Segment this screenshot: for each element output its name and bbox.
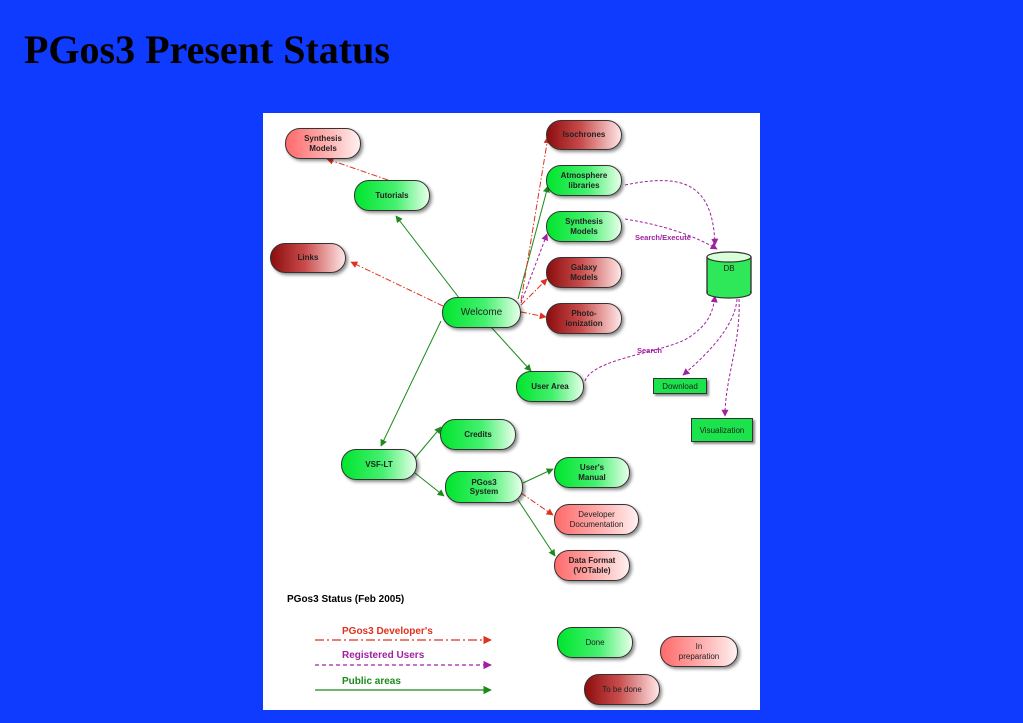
slide-title: PGos3 Present Status	[24, 27, 390, 72]
developer-edges	[326, 136, 554, 516]
edge-label-search-execute: Search/Execute	[635, 233, 691, 242]
status-diagram: Synthesis Models Isochrones Atmosphere l…	[263, 113, 760, 710]
node-synthesis-models-top: Synthesis Models	[285, 128, 361, 159]
node-vsf-lt: VSF-LT	[341, 449, 417, 480]
edge-welcome-vsflt	[380, 320, 442, 447]
node-db: DB	[723, 264, 735, 273]
node-credits: Credits	[440, 419, 516, 450]
node-data-format: Data Format (VOTable)	[554, 550, 630, 581]
node-synthesis-models: Synthesis Models	[546, 211, 622, 242]
legend-done: Done	[557, 627, 633, 658]
node-download: Download	[653, 378, 707, 394]
node-pgos3-system: PGos3 System	[445, 471, 523, 503]
legend-in-preparation: In preparation	[660, 636, 738, 667]
edge-vsflt-credits	[414, 426, 442, 459]
edge-pgos3-dataformat	[517, 499, 556, 557]
edge-atmosphere-db	[624, 180, 719, 246]
edge-welcome-photo	[520, 311, 547, 320]
edge-welcome-synthesis	[520, 233, 549, 304]
edge-tutorials-synthesis	[326, 157, 389, 181]
legend-public: Public areas	[342, 676, 401, 687]
node-links: Links	[270, 243, 346, 273]
edge-label-search: Search	[637, 346, 663, 355]
edge-synthesis-db	[624, 218, 718, 250]
db-cylinder	[706, 251, 752, 299]
edge-welcome-links	[350, 261, 444, 307]
legend-registered: Registered Users	[342, 650, 425, 661]
node-welcome: Welcome	[442, 297, 521, 328]
node-isochrones: Isochrones	[546, 120, 622, 150]
legend-lines	[315, 635, 492, 695]
edge-welcome-atmosphere	[517, 185, 550, 300]
edge-userarea-db	[584, 295, 718, 382]
edge-pgos3-manual	[522, 468, 554, 484]
node-photo-ionization: Photo- ionization	[546, 303, 622, 334]
edge-welcome-userarea	[490, 326, 532, 372]
legend-developers: PGos3 Developer's	[342, 626, 433, 637]
diagram-edges	[315, 136, 752, 695]
edge-welcome-isochrones	[520, 136, 551, 302]
edge-vsflt-pgos3	[414, 472, 445, 497]
node-users-manual: User's Manual	[554, 457, 630, 488]
legend-to-be-done: To be done	[584, 674, 660, 705]
public-edges	[380, 185, 556, 557]
node-developer-documentation: Developer Documentation	[554, 504, 639, 535]
node-tutorials: Tutorials	[354, 180, 430, 211]
edge-pgos3-devdoc	[520, 492, 554, 516]
node-galaxy-models: Galaxy Models	[546, 257, 622, 288]
node-visualization: Visualization	[691, 418, 753, 442]
node-user-area: User Area	[516, 371, 584, 402]
legend-title: PGos3 Status (Feb 2005)	[287, 594, 405, 605]
edge-db-visualization	[721, 298, 740, 417]
node-atmosphere-libraries: Atmosphere libraries	[546, 165, 622, 196]
registered-edges	[520, 180, 740, 417]
edge-db-download	[682, 298, 738, 376]
edge-welcome-tutorials	[395, 215, 464, 304]
